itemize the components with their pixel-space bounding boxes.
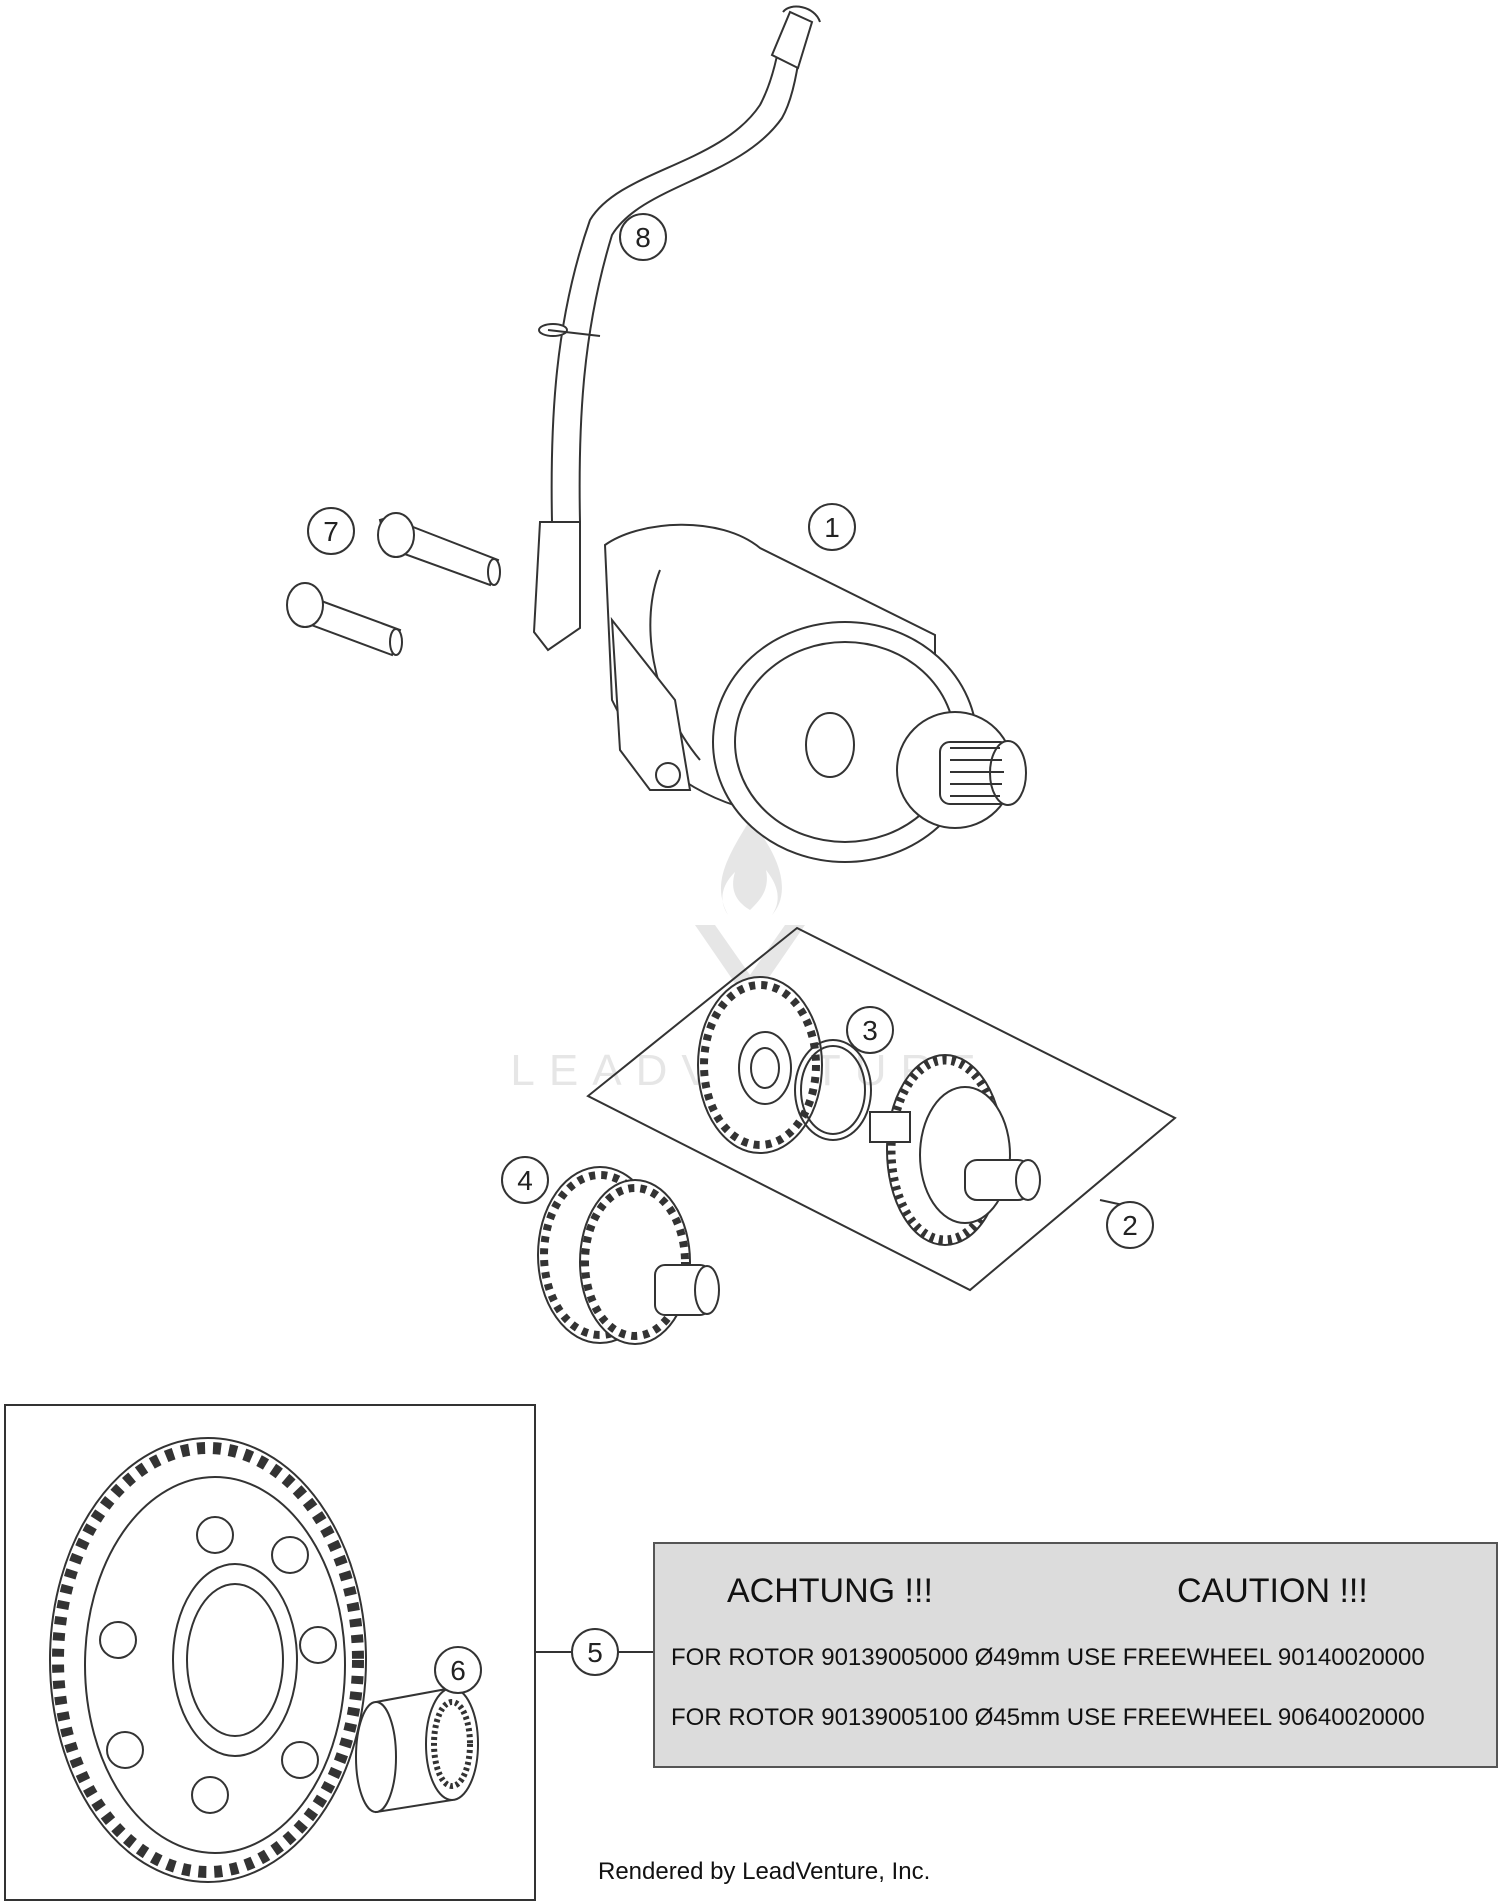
- starter-motor: [532, 521, 1027, 863]
- starter-cable: [538, 5, 821, 523]
- callout-1: 1: [808, 503, 856, 551]
- intermediate-gear: [537, 1166, 720, 1345]
- svg-text:4: 4: [517, 1165, 533, 1196]
- caution-line-2: FOR ROTOR 90139005100 Ø45mm USE FREEWHEE…: [671, 1704, 1425, 1731]
- svg-text:7: 7: [323, 516, 339, 547]
- callout-6: 6: [434, 1646, 482, 1694]
- callout-5: 5: [571, 1628, 619, 1676]
- svg-text:6: 6: [450, 1655, 466, 1686]
- freewheel-gear: [49, 1437, 367, 1883]
- callout-8: 8: [619, 213, 667, 261]
- svg-text:5: 5: [587, 1637, 603, 1668]
- svg-text:1: 1: [824, 512, 840, 543]
- needle-bearing: [355, 1686, 479, 1814]
- callout-2: 2: [1106, 1201, 1154, 1249]
- callout-3: 3: [846, 1006, 894, 1054]
- svg-text:8: 8: [635, 222, 651, 253]
- caution-title-en: CAUTION !!!: [1177, 1572, 1368, 1610]
- screws: [286, 512, 501, 657]
- caution-title-de: ACHTUNG !!!: [727, 1572, 933, 1610]
- o-ring: [794, 1039, 872, 1141]
- svg-text:3: 3: [862, 1015, 878, 1046]
- caution-note: ACHTUNG !!! CAUTION !!! FOR ROTOR 901390…: [653, 1542, 1498, 1768]
- large-gear: [869, 1054, 1041, 1246]
- callout-4: 4: [501, 1156, 549, 1204]
- render-credit: Rendered by LeadVenture, Inc.: [598, 1858, 931, 1885]
- callout-7: 7: [307, 507, 355, 555]
- small-gear: [697, 976, 823, 1154]
- svg-text:2: 2: [1122, 1210, 1138, 1241]
- caution-line-1: FOR ROTOR 90139005000 Ø49mm USE FREEWHEE…: [671, 1644, 1425, 1671]
